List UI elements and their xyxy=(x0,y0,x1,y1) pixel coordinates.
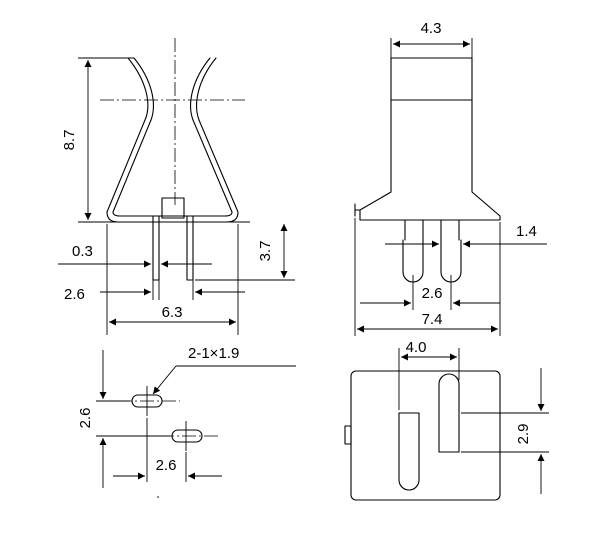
front-base-width-label: 7.4 xyxy=(422,311,443,328)
pin-height-label: 3.7 xyxy=(257,241,274,262)
front-pin-width-label: 1.4 xyxy=(516,223,537,240)
bottom-width-label: 4.0 xyxy=(406,339,427,356)
bottom-view: 4.0 2.9 xyxy=(344,339,549,501)
hole-vertical-spacing-label: 2.6 xyxy=(77,408,94,429)
side-height-label: 8.7 xyxy=(61,130,78,151)
hole-callout-label: 2-1×1.9 xyxy=(188,345,239,362)
bottom-height-label: 2.9 xyxy=(515,424,532,445)
front-pin-spacing-label: 2.6 xyxy=(422,285,443,302)
front-top-width-label: 4.3 xyxy=(421,20,442,37)
pin-thickness-label: 0.3 xyxy=(72,243,93,260)
hole-pattern-view: 2-1×1.9 2.6 2.6 xyxy=(77,345,296,498)
side-pin-spacing-label: 2.6 xyxy=(64,286,85,303)
hole-horizontal-spacing-label: 2.6 xyxy=(156,457,177,474)
side-view: 8.7 3.7 0.3 2.6 6.3 xyxy=(58,38,295,335)
side-base-width-label: 6.3 xyxy=(162,304,183,321)
front-view: 4.3 1.4 2.6 7.4 xyxy=(354,20,547,336)
